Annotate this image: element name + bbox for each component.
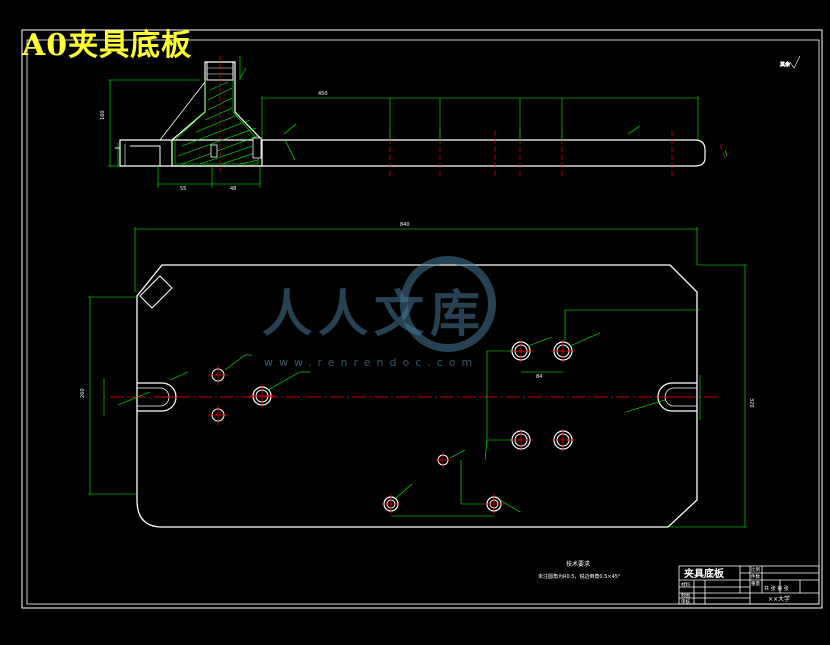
svg-text:55: 55 bbox=[180, 186, 186, 192]
front-view-plate bbox=[119, 139, 706, 167]
tech-notes-line: 未注圆角为R0.5，锐边倒角0.5×45° bbox=[538, 573, 621, 580]
svg-text:320: 320 bbox=[748, 398, 754, 408]
title-block-sheets: 共 张 第 张 bbox=[764, 585, 789, 592]
watermark: 人人文库 www.renrendoc.com bbox=[258, 248, 558, 369]
svg-text:160: 160 bbox=[100, 110, 106, 120]
title-block-qty: 件数 bbox=[751, 573, 760, 580]
watermark-logo-icon bbox=[400, 256, 496, 352]
front-centerlines bbox=[219, 56, 727, 176]
svg-text:450: 450 bbox=[318, 91, 328, 97]
svg-text:260: 260 bbox=[80, 388, 86, 398]
top-dimensions bbox=[88, 227, 747, 528]
title-block-school: ××大学 bbox=[768, 595, 790, 603]
top-view: 840 260 320 84 bbox=[80, 222, 754, 528]
title-block-checked: 审核 bbox=[681, 598, 690, 605]
top-centerlines bbox=[110, 339, 720, 514]
title-block-part-name: 夹具底板 bbox=[684, 567, 725, 580]
inner-border bbox=[26, 39, 820, 605]
support-rib bbox=[171, 61, 263, 167]
front-view: 450 160 55 48 bbox=[100, 56, 728, 192]
title-block-scale: 比例 bbox=[751, 566, 760, 573]
roughness-symbol: 其余 bbox=[780, 55, 801, 69]
tech-notes-heading: 技术要求 bbox=[566, 560, 590, 568]
watermark-url: www.renrendoc.com bbox=[264, 356, 479, 369]
svg-text:其余: 其余 bbox=[780, 61, 790, 68]
title-block bbox=[678, 565, 820, 605]
front-dimensions bbox=[108, 56, 728, 188]
title-block-material: 材料 bbox=[681, 581, 690, 588]
right-u-slot bbox=[657, 382, 697, 412]
left-u-slot bbox=[137, 382, 177, 412]
outer-border bbox=[21, 29, 823, 609]
svg-text:840: 840 bbox=[400, 222, 410, 228]
drawing-title: A0夹具底板 bbox=[22, 28, 193, 63]
technical-requirements: 技术要求 未注圆角为R0.5，锐边倒角0.5×45° bbox=[538, 560, 621, 580]
svg-text:84: 84 bbox=[536, 374, 542, 380]
svg-text:48: 48 bbox=[230, 186, 236, 192]
title-block-weight: 重量 bbox=[751, 580, 760, 587]
title-block-drawn: 制图 bbox=[681, 592, 690, 599]
watermark-brand: 人人文库 bbox=[262, 285, 486, 343]
hatch-section bbox=[174, 79, 259, 165]
top-view-plate bbox=[136, 264, 698, 528]
